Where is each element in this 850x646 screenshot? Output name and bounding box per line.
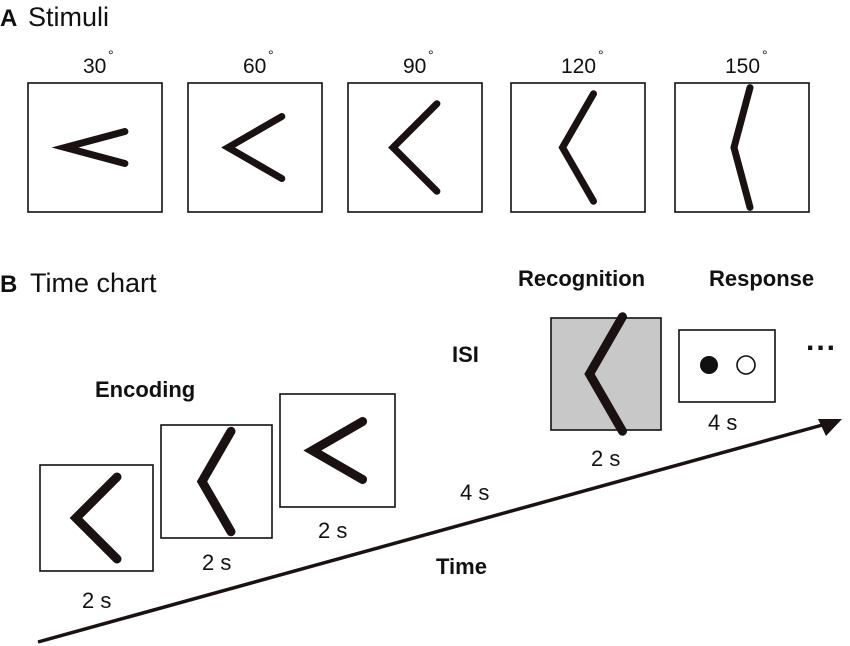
stimulus-120: 120° — [510, 47, 646, 213]
response-screen-box — [678, 329, 776, 403]
stimulus-box — [674, 82, 810, 213]
stimulus-box — [187, 82, 323, 213]
chevron-icon — [69, 472, 122, 564]
degree-symbol: ° — [762, 47, 768, 63]
filled-circle-icon — [700, 356, 718, 374]
angle-label: 30 — [83, 55, 106, 78]
time-arrow-line — [37, 422, 827, 644]
encoding-stimulus-box — [160, 424, 273, 539]
chevron-icon — [730, 84, 754, 211]
angle-label: 60 — [243, 55, 266, 78]
time-label: Time — [436, 554, 487, 579]
stimulus-150: 150° — [674, 47, 810, 213]
panel-a-letter: A — [0, 5, 17, 32]
encoding-stimulus-box — [39, 464, 154, 572]
panel-b-letter: B — [0, 271, 17, 298]
chevron-icon — [221, 113, 286, 182]
encoding-label: Encoding — [95, 377, 195, 402]
stimulus-30: 30° — [27, 47, 163, 213]
stimulus-box — [510, 82, 646, 213]
panel-b-title: Time chart — [30, 268, 157, 298]
encoding-duration-label: 2 s — [82, 588, 111, 613]
stimuli-row: 30°60°90°120°150° — [27, 47, 810, 213]
encoding-stimulus-1: 2 s — [39, 464, 154, 613]
response-duration-label: 4 s — [708, 410, 737, 435]
chevron-icon — [303, 417, 368, 484]
recognition-chevron-icon — [584, 312, 627, 436]
chevron-icon — [558, 90, 597, 205]
recognition-duration-label: 2 s — [591, 446, 620, 471]
isi-label: ISI — [452, 342, 479, 367]
panel-a-title: Stimuli — [28, 2, 109, 32]
stimulus-60: 60° — [187, 47, 323, 213]
chevron-icon — [196, 426, 236, 537]
stimulus-box — [27, 82, 163, 213]
degree-symbol: ° — [598, 47, 604, 63]
encoding-stimulus-box — [279, 393, 396, 508]
recognition-label: Recognition — [518, 266, 645, 291]
continuation-ellipsis: ... — [806, 324, 837, 357]
recognition-stimulus-box — [550, 317, 662, 431]
chevron-icon — [51, 128, 129, 167]
stimulus-box — [347, 82, 483, 213]
time-arrow-head — [818, 419, 842, 436]
encoding-stimulus-2: 2 s — [160, 424, 273, 575]
response-label: Response — [709, 266, 814, 291]
encoding-duration-label: 2 s — [318, 518, 347, 543]
degree-symbol: ° — [108, 47, 114, 63]
angle-label: 120 — [561, 55, 596, 78]
encoding-stimulus-3: 2 s — [279, 393, 396, 543]
stimulus-90: 90° — [347, 47, 483, 213]
angle-label: 90 — [403, 55, 426, 78]
open-circle-icon — [736, 355, 756, 375]
chevron-icon — [388, 100, 441, 195]
encoding-duration-label: 2 s — [202, 550, 231, 575]
degree-symbol: ° — [268, 47, 274, 63]
angle-label: 150 — [725, 55, 760, 78]
isi-duration-label: 4 s — [460, 480, 489, 505]
encoding-sequence: 2 s 2 s 2 s — [39, 393, 396, 613]
degree-symbol: ° — [428, 47, 434, 63]
